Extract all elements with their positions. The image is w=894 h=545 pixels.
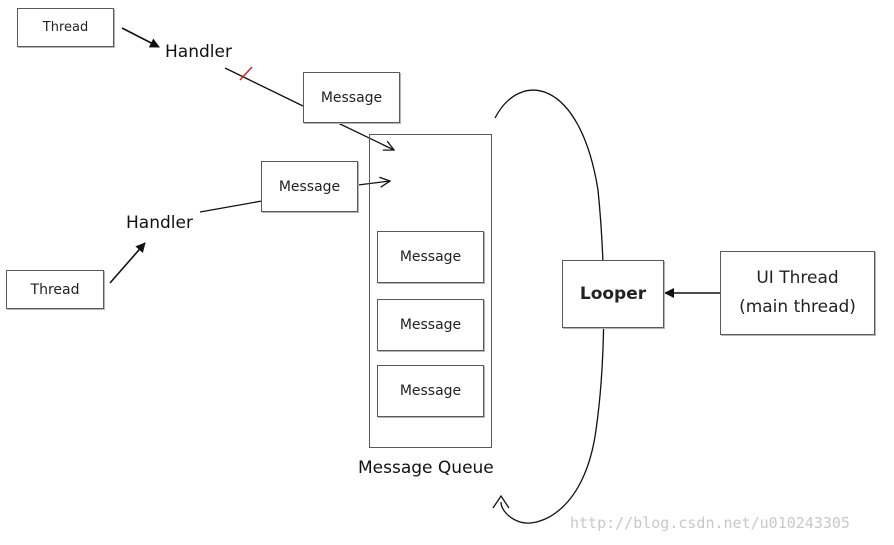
watermark-url: http://blog.csdn.net/u010243305 [570,514,850,532]
ui-thread-box: UI Thread (main thread) [720,251,875,335]
ui-thread-label: UI Thread [756,268,839,288]
thread-box-bottom: Thread [6,270,104,309]
message-to-queue-arrow-bottom [357,181,390,185]
message-queue-label: Message Queue [358,458,494,478]
handler-to-message-line-top [224,67,304,107]
queue-message-3: Message [377,365,484,417]
thread-box-top: Thread [17,8,114,47]
message-label: Message [399,383,462,399]
queue-message-2: Message [377,299,484,351]
thread-label: Thread [30,281,80,298]
message-label: Message [278,178,341,195]
thread-to-handler-arrow-bottom [109,242,146,284]
message-box-incoming-top: Message [303,72,400,123]
queue-message-1: Message [377,231,484,283]
loop-arrow-head [492,494,510,509]
message-label: Message [320,89,383,106]
looper-label: Looper [579,284,647,304]
message-label: Message [399,317,462,333]
message-label: Message [399,249,462,265]
red-mark [239,66,253,81]
ui-thread-sublabel: (main thread) [739,297,856,317]
looper-box: Looper [562,260,664,328]
message-box-incoming-bottom: Message [261,161,358,212]
handler-label-top: Handler [165,42,232,62]
message-queue-box [369,134,492,448]
message-to-queue-arrow-top [337,122,394,150]
handler-label-bottom: Handler [126,213,193,233]
looper-loop-curve [494,89,605,524]
thread-label: Thread [42,20,89,35]
handler-to-message-line-bottom [199,200,263,213]
thread-to-handler-arrow-top [121,27,160,48]
